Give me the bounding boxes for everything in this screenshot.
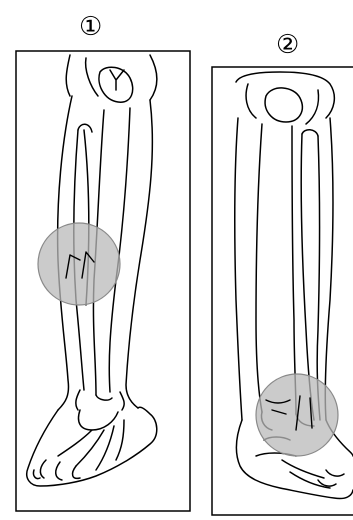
panel-2-leg-outline-right [325,118,333,420]
panel-1 [16,51,190,511]
panel-1-fracture-highlight [38,223,120,305]
panel-1-foot-outline [27,407,157,486]
panel-2-tibia [256,124,262,412]
panel-1-femur-condyles [66,55,157,100]
panel-2 [212,67,353,515]
panel-1-leg-outline-right [126,100,152,408]
panel-2-fracture-highlight [256,374,338,456]
panel-2-patella [265,88,302,122]
panel-2-leg-outline-left [235,118,242,420]
